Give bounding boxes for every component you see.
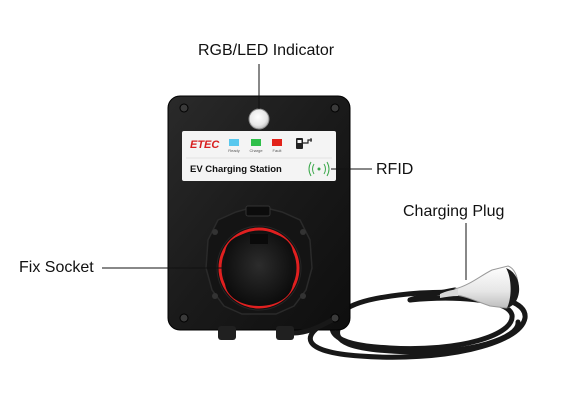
screw — [330, 103, 340, 113]
status-light-charge — [251, 139, 261, 146]
cable-gland — [218, 326, 236, 340]
callout-rfid: RFID — [376, 161, 414, 178]
screw — [179, 313, 189, 323]
status-light-fault — [272, 139, 282, 146]
leader-lines — [102, 64, 467, 280]
screw — [330, 313, 340, 323]
callout-rgb-led: RGB/LED Indicator — [198, 42, 335, 59]
rfid-wave-icon — [308, 161, 330, 177]
rgb-led-indicator — [248, 108, 270, 130]
front-panel: ETEC Ready Charge Fault EV Charging Stat… — [182, 131, 336, 181]
cable-gland — [276, 326, 294, 340]
brand-logo: ETEC — [190, 139, 220, 151]
status-label-charge: Charge — [249, 148, 263, 153]
fix-socket — [205, 205, 313, 315]
device-label: EV Charging Station — [190, 164, 282, 175]
status-light-ready — [229, 139, 239, 146]
status-label-ready: Ready — [228, 148, 240, 153]
charging-plug — [440, 265, 520, 309]
callout-fix-socket: Fix Socket — [19, 259, 94, 276]
screw — [179, 103, 189, 113]
status-label-fault: Fault — [273, 148, 283, 153]
ev-plug-icon — [296, 138, 312, 149]
callout-charging-plug: Charging Plug — [403, 203, 505, 220]
